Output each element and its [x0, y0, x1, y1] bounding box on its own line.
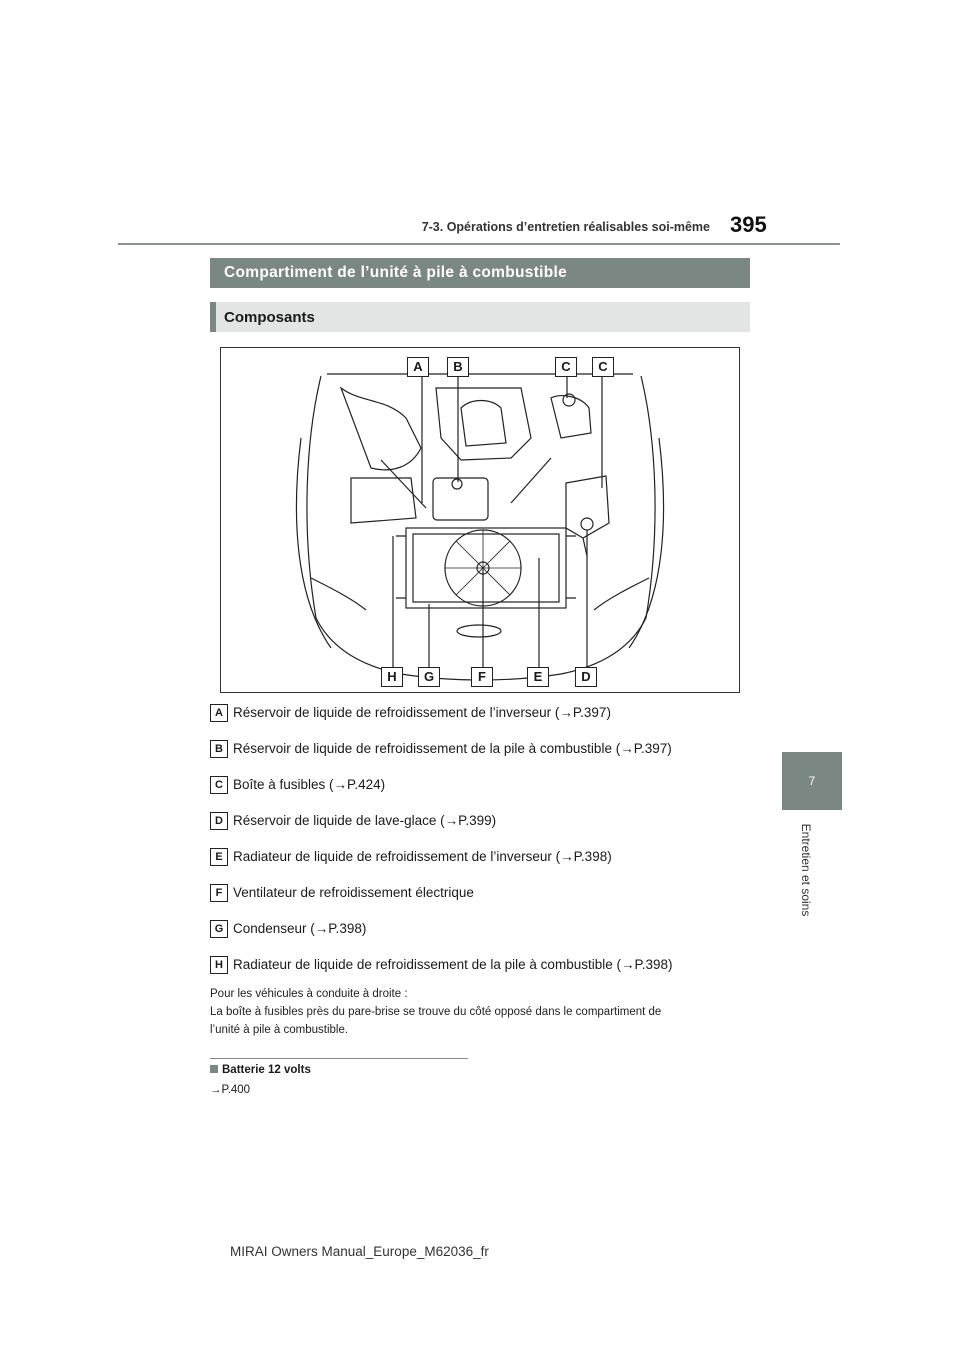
list-item: H Radiateur de liquide de refroidissement…: [210, 956, 770, 992]
list-item: A Réservoir de liquide de refroidissement…: [210, 704, 770, 740]
callout-label: C: [592, 357, 614, 377]
item-text: Réservoir de liquide de lave-glace (→P.3…: [233, 813, 497, 828]
item-letter: D: [210, 812, 228, 830]
callout-label: B: [447, 357, 469, 377]
item-letter: F: [210, 884, 228, 902]
note-line: Pour les véhicules à conduite à droite :: [210, 988, 408, 1000]
callout-label: G: [418, 667, 440, 687]
subsection-title: Composants: [210, 302, 750, 332]
list-item: F Ventilateur de refroidissement électriq…: [210, 884, 770, 920]
battery-title: Batterie 12 volts: [222, 1064, 311, 1076]
item-text: Réservoir de liquide de refroidissement …: [233, 741, 672, 756]
item-letter: H: [210, 956, 228, 974]
callout-label: D: [575, 667, 597, 687]
list-item: C Boîte à fusibles (→P.424): [210, 776, 770, 812]
list-item: G Condenseur (→P.398): [210, 920, 770, 956]
callout-label: H: [381, 667, 403, 687]
header-rule: [118, 243, 840, 245]
component-list: A Réservoir de liquide de refroidissement…: [210, 704, 770, 992]
callout-label: E: [527, 667, 549, 687]
section-title: Compartiment de l’unité à pile à combust…: [210, 258, 750, 288]
rhd-note: Pour les véhicules à conduite à droite :…: [210, 985, 750, 1039]
list-item: D Réservoir de liquide de lave-glace (→P.…: [210, 812, 770, 848]
item-text: Radiateur de liquide de refroidissement …: [233, 849, 612, 864]
item-text: Boîte à fusibles (→P.424): [233, 777, 386, 792]
callout-label: A: [407, 357, 429, 377]
list-item: E Radiateur de liquide de refroidissement…: [210, 848, 770, 884]
engine-compartment-figure: A B C C H G F E D: [220, 347, 740, 693]
callout-label: C: [555, 357, 577, 377]
chapter-tab[interactable]: 7: [782, 752, 842, 810]
chapter-side-label: Entretien et soins: [799, 823, 813, 917]
footer-manual-id: MIRAI Owners Manual_Europe_M62036_fr: [230, 1244, 489, 1259]
item-letter: C: [210, 776, 228, 794]
note-line: l’unité à pile à combustible.: [210, 1024, 349, 1036]
divider: [210, 1058, 468, 1059]
list-item: B Réservoir de liquide de refroidissement…: [210, 740, 770, 776]
item-text: Ventilateur de refroidissement électriqu…: [233, 885, 474, 900]
callout-label: F: [471, 667, 493, 687]
item-text: Réservoir de liquide de refroidissement …: [233, 705, 611, 720]
item-text: Condenseur (→P.398): [233, 921, 367, 936]
note-line: La boîte à fusibles près du pare-brise s…: [210, 1006, 662, 1018]
square-bullet-icon: [210, 1065, 218, 1073]
item-text: Radiateur de liquide de refroidissement …: [233, 957, 673, 972]
item-letter: A: [210, 704, 228, 722]
engine-compartment-illustration: [295, 373, 665, 681]
battery-page-ref[interactable]: →P.400: [210, 1084, 251, 1096]
chapter-number: 7: [808, 774, 816, 788]
header-section-title: 7-3. Opérations d’entretien réalisables …: [421, 220, 710, 234]
item-letter: G: [210, 920, 228, 938]
item-letter: E: [210, 848, 228, 866]
item-letter: B: [210, 740, 228, 758]
battery-heading: Batterie 12 volts: [210, 1064, 311, 1076]
page-number: 395: [730, 212, 767, 237]
